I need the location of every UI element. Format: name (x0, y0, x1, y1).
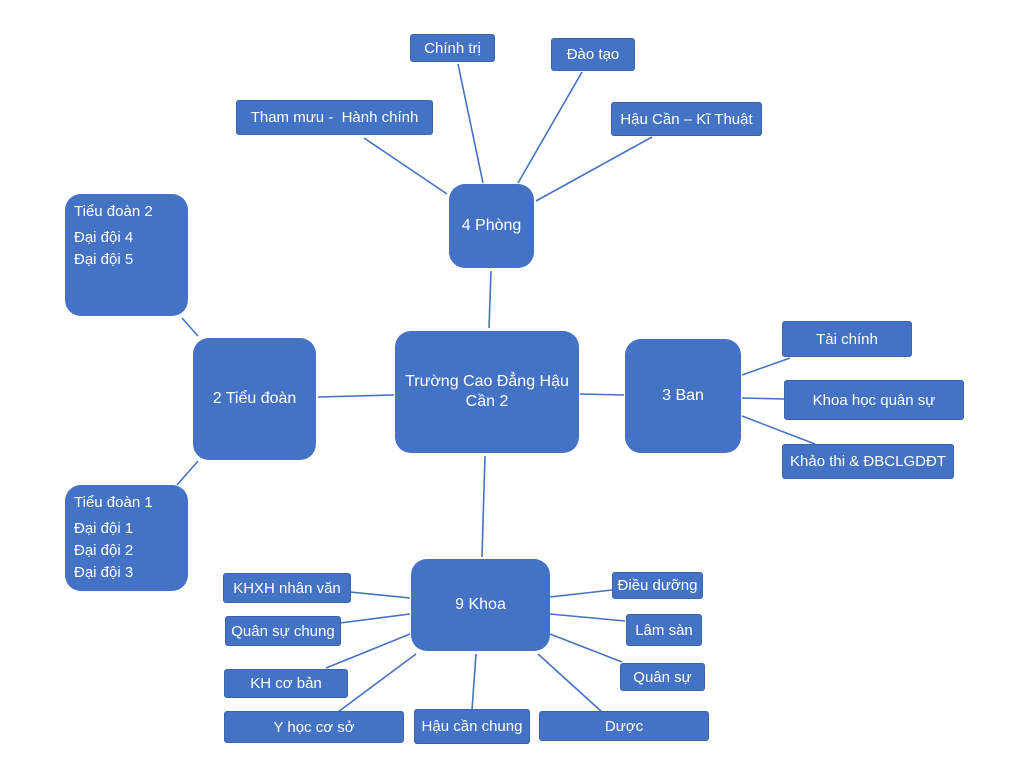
dai-doi-1: Đại đội 1 (74, 520, 134, 537)
tieu-doan-2-box: Tiểu đoàn 2 Đại đội 4 Đại đội 5 (65, 194, 188, 316)
dai-doi-2: Đại đội 2 (74, 542, 134, 559)
khoa-item-khxh-nhan-van: KHXH nhân văn (223, 573, 351, 603)
dai-doi-4: Đại đội 4 (74, 229, 134, 246)
phong-item-chinh-tri: Chính trị (410, 34, 495, 62)
ban-item-khao-thi: Khảo thi & ĐBCLGDĐT (782, 444, 954, 479)
khoa-node: 9 Khoa (411, 559, 550, 651)
ban-item-khoa-hoc-quan-su: Khoa học quân sự (784, 380, 964, 420)
tieu-doan-1-title: Tiểu đoàn 1 (74, 494, 153, 511)
ban-node: 3 Ban (625, 339, 741, 453)
phong-item-dao-tao: Đào tạo (551, 38, 635, 71)
khoa-item-y-hoc-co-so: Y học cơ sở (224, 711, 404, 743)
phong-node: 4 Phòng (449, 184, 534, 268)
phong-item-tham-muu: Tham mưu - Hành chính (236, 100, 433, 135)
phong-item-hau-can-ki-thuat: Hậu Cần – Kĩ Thuật (611, 102, 762, 136)
khoa-item-lam-san: Lâm sàn (626, 614, 702, 646)
dai-doi-5: Đại đội 5 (74, 251, 134, 268)
ban-item-tai-chinh: Tài chính (782, 321, 912, 357)
khoa-item-quan-su: Quân sự (620, 663, 705, 691)
center-node: Trường Cao Đẳng Hậu Cần 2 (395, 331, 579, 453)
khoa-item-dieu-duong: Điều dưỡng (612, 572, 703, 599)
tieu-doan-1-box: Tiểu đoàn 1 Đại đội 1 Đại đội 2 Đại đội … (65, 485, 188, 591)
khoa-item-duoc: Dược (539, 711, 709, 741)
khoa-item-kh-co-ban: KH cơ bản (224, 669, 348, 698)
tieudoan-node: 2 Tiểu đoàn (193, 338, 316, 460)
khoa-item-quan-su-chung: Quân sự chung (225, 616, 341, 646)
tieu-doan-2-title: Tiểu đoàn 2 (74, 203, 153, 220)
dai-doi-3: Đại đội 3 (74, 564, 134, 581)
khoa-item-hau-can-chung: Hậu cần chung (414, 709, 530, 744)
